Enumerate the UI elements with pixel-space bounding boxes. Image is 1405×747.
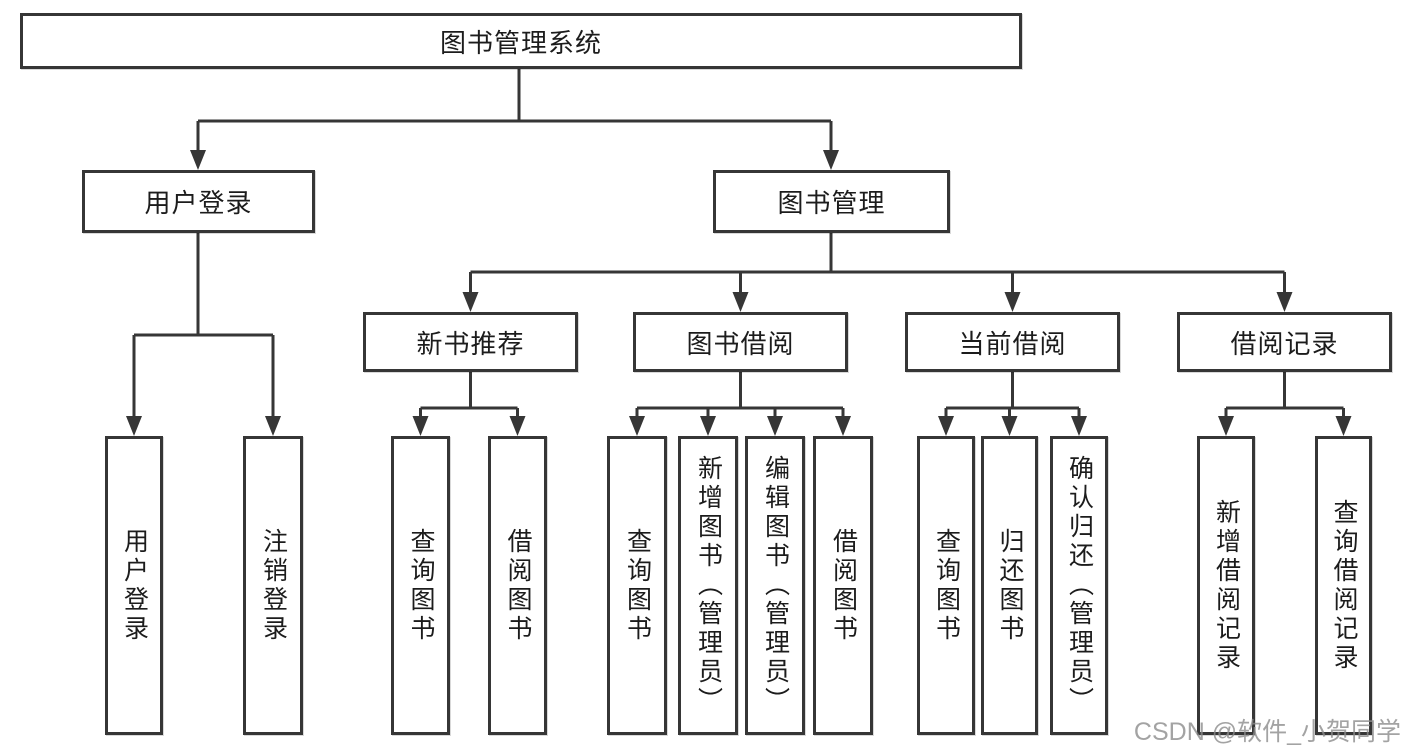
arrowhead-down-icon (265, 416, 281, 436)
connector-user-login-to-leaves (126, 233, 281, 436)
arrowhead-down-icon (1004, 292, 1021, 312)
node-label: 图书借阅 (686, 328, 795, 359)
node-library-management-system: 图书管理系统 (20, 13, 1022, 69)
connector-line (635, 372, 845, 420)
connector-line (132, 233, 275, 420)
node-current-borrow: 当前借阅 (905, 312, 1120, 372)
arrowhead-down-icon (462, 292, 479, 312)
node-label: 查询图书 (623, 527, 652, 644)
node-label: 当前借阅 (958, 328, 1067, 359)
node-label: 注销登录 (259, 527, 288, 644)
leaf-logout: 注销登录 (243, 436, 303, 735)
leaf-query-book-1: 查询图书 (391, 436, 450, 735)
node-book-management: 图书管理 (713, 170, 950, 233)
node-borrow-records: 借阅记录 (1177, 312, 1392, 372)
arrowhead-down-icon (629, 416, 645, 436)
node-user-login: 用户登录 (82, 170, 315, 233)
arrowhead-down-icon (412, 416, 429, 436)
arrowhead-down-icon (938, 416, 954, 436)
arrowhead-down-icon (1276, 292, 1293, 312)
arrowhead-down-icon (767, 416, 783, 436)
arrowhead-down-icon (835, 416, 851, 436)
leaf-confirm-return-admin: 确认归还（管理员） (1050, 436, 1108, 735)
node-label: 图书管理系统 (439, 27, 602, 58)
leaf-add-book-admin: 新增图书（管理员） (678, 436, 738, 735)
connector-line (1224, 372, 1345, 420)
node-label: 查询借阅记录 (1330, 498, 1358, 673)
connector-root-to-level2 (190, 69, 839, 170)
connector-line (196, 69, 833, 154)
connector-line (469, 233, 1286, 296)
leaf-add-borrow-record: 新增借阅记录 (1197, 436, 1255, 735)
leaf-query-borrow-record: 查询借阅记录 (1315, 436, 1372, 735)
node-label: 借阅记录 (1230, 328, 1339, 359)
arrowhead-down-icon (126, 416, 142, 436)
node-label: 新增图书（管理员） (694, 455, 723, 716)
arrowhead-down-icon (190, 150, 206, 170)
arrowhead-down-icon (1218, 416, 1234, 436)
leaf-borrow-book-2: 借阅图书 (813, 436, 873, 735)
arrowhead-down-icon (1071, 416, 1087, 436)
leaf-query-book-2: 查询图书 (607, 436, 667, 735)
csdn-watermark: CSDN @软件_小贺同学 (1133, 718, 1401, 746)
node-label: 新书推荐 (416, 328, 525, 359)
node-label: 查询图书 (407, 527, 435, 644)
node-label: 新增借阅记录 (1212, 498, 1241, 673)
node-label: 借阅图书 (504, 527, 532, 644)
node-book-borrow: 图书借阅 (633, 312, 848, 372)
node-label: 确认归还（管理员） (1065, 455, 1094, 716)
node-label: 用户登录 (144, 188, 253, 218)
node-label: 图书管理 (777, 188, 886, 218)
leaf-query-book-3: 查询图书 (917, 436, 975, 735)
connector-current-borrow-to-leaves (938, 372, 1087, 436)
leaf-borrow-book-1: 借阅图书 (488, 436, 547, 735)
connector-borrow-records-to-leaves (1218, 372, 1352, 436)
node-label: 查询图书 (932, 527, 961, 644)
arrowhead-down-icon (700, 416, 716, 436)
arrowhead-down-icon (1335, 416, 1352, 436)
leaf-return-book: 归还图书 (981, 436, 1038, 735)
connector-book-management-to-level3 (462, 233, 1293, 312)
node-label: 编辑图书（管理员） (761, 455, 790, 716)
node-new-book-recommend: 新书推荐 (363, 312, 578, 372)
leaf-user-login: 用户登录 (105, 436, 163, 735)
node-label: 借阅图书 (829, 527, 858, 644)
connector-line (944, 372, 1081, 420)
connector-new-book-recommend-to-leaves (412, 372, 526, 436)
node-label: 归还图书 (996, 527, 1024, 644)
arrowhead-down-icon (732, 292, 749, 312)
arrowhead-down-icon (1001, 416, 1018, 436)
arrowhead-down-icon (823, 150, 839, 170)
node-label: 用户登录 (120, 527, 149, 644)
leaf-edit-book-admin: 编辑图书（管理员） (745, 436, 805, 735)
connector-line (419, 372, 519, 420)
connector-book-borrow-to-leaves (629, 372, 851, 436)
arrowhead-down-icon (509, 416, 526, 436)
